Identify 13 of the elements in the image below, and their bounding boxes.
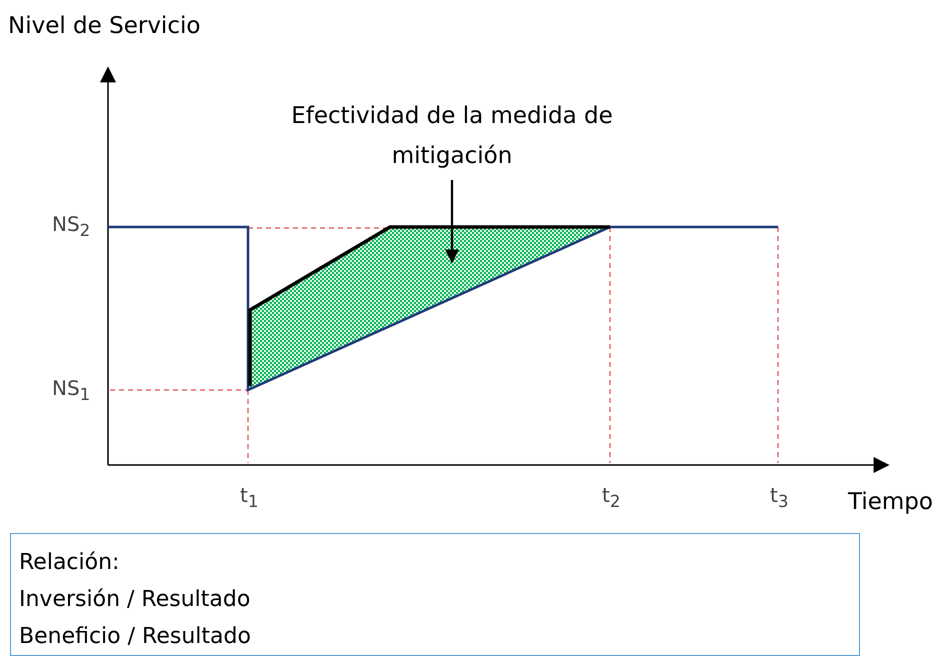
axis-title: Nivel de Servicio: [8, 14, 200, 40]
axis-title: Tiempo: [848, 490, 933, 516]
tick-label: NS$_{2}$: [52, 213, 90, 240]
tick-label: t$_{3}$: [770, 484, 788, 512]
tick-label: t$_{1}$: [240, 484, 258, 512]
arrow: [445, 180, 459, 264]
note-line: Beneficio / Resultado: [19, 623, 251, 651]
tick-label: NS$_{1}$: [52, 377, 90, 404]
note-line: Relación:: [19, 549, 120, 577]
note-box: [10, 533, 860, 656]
note-line: Inversión / Resultado: [19, 586, 250, 614]
annotation-text: Efectividad de la medida de mitigación: [250, 96, 654, 176]
tick-label: t$_{2}$: [602, 484, 620, 512]
